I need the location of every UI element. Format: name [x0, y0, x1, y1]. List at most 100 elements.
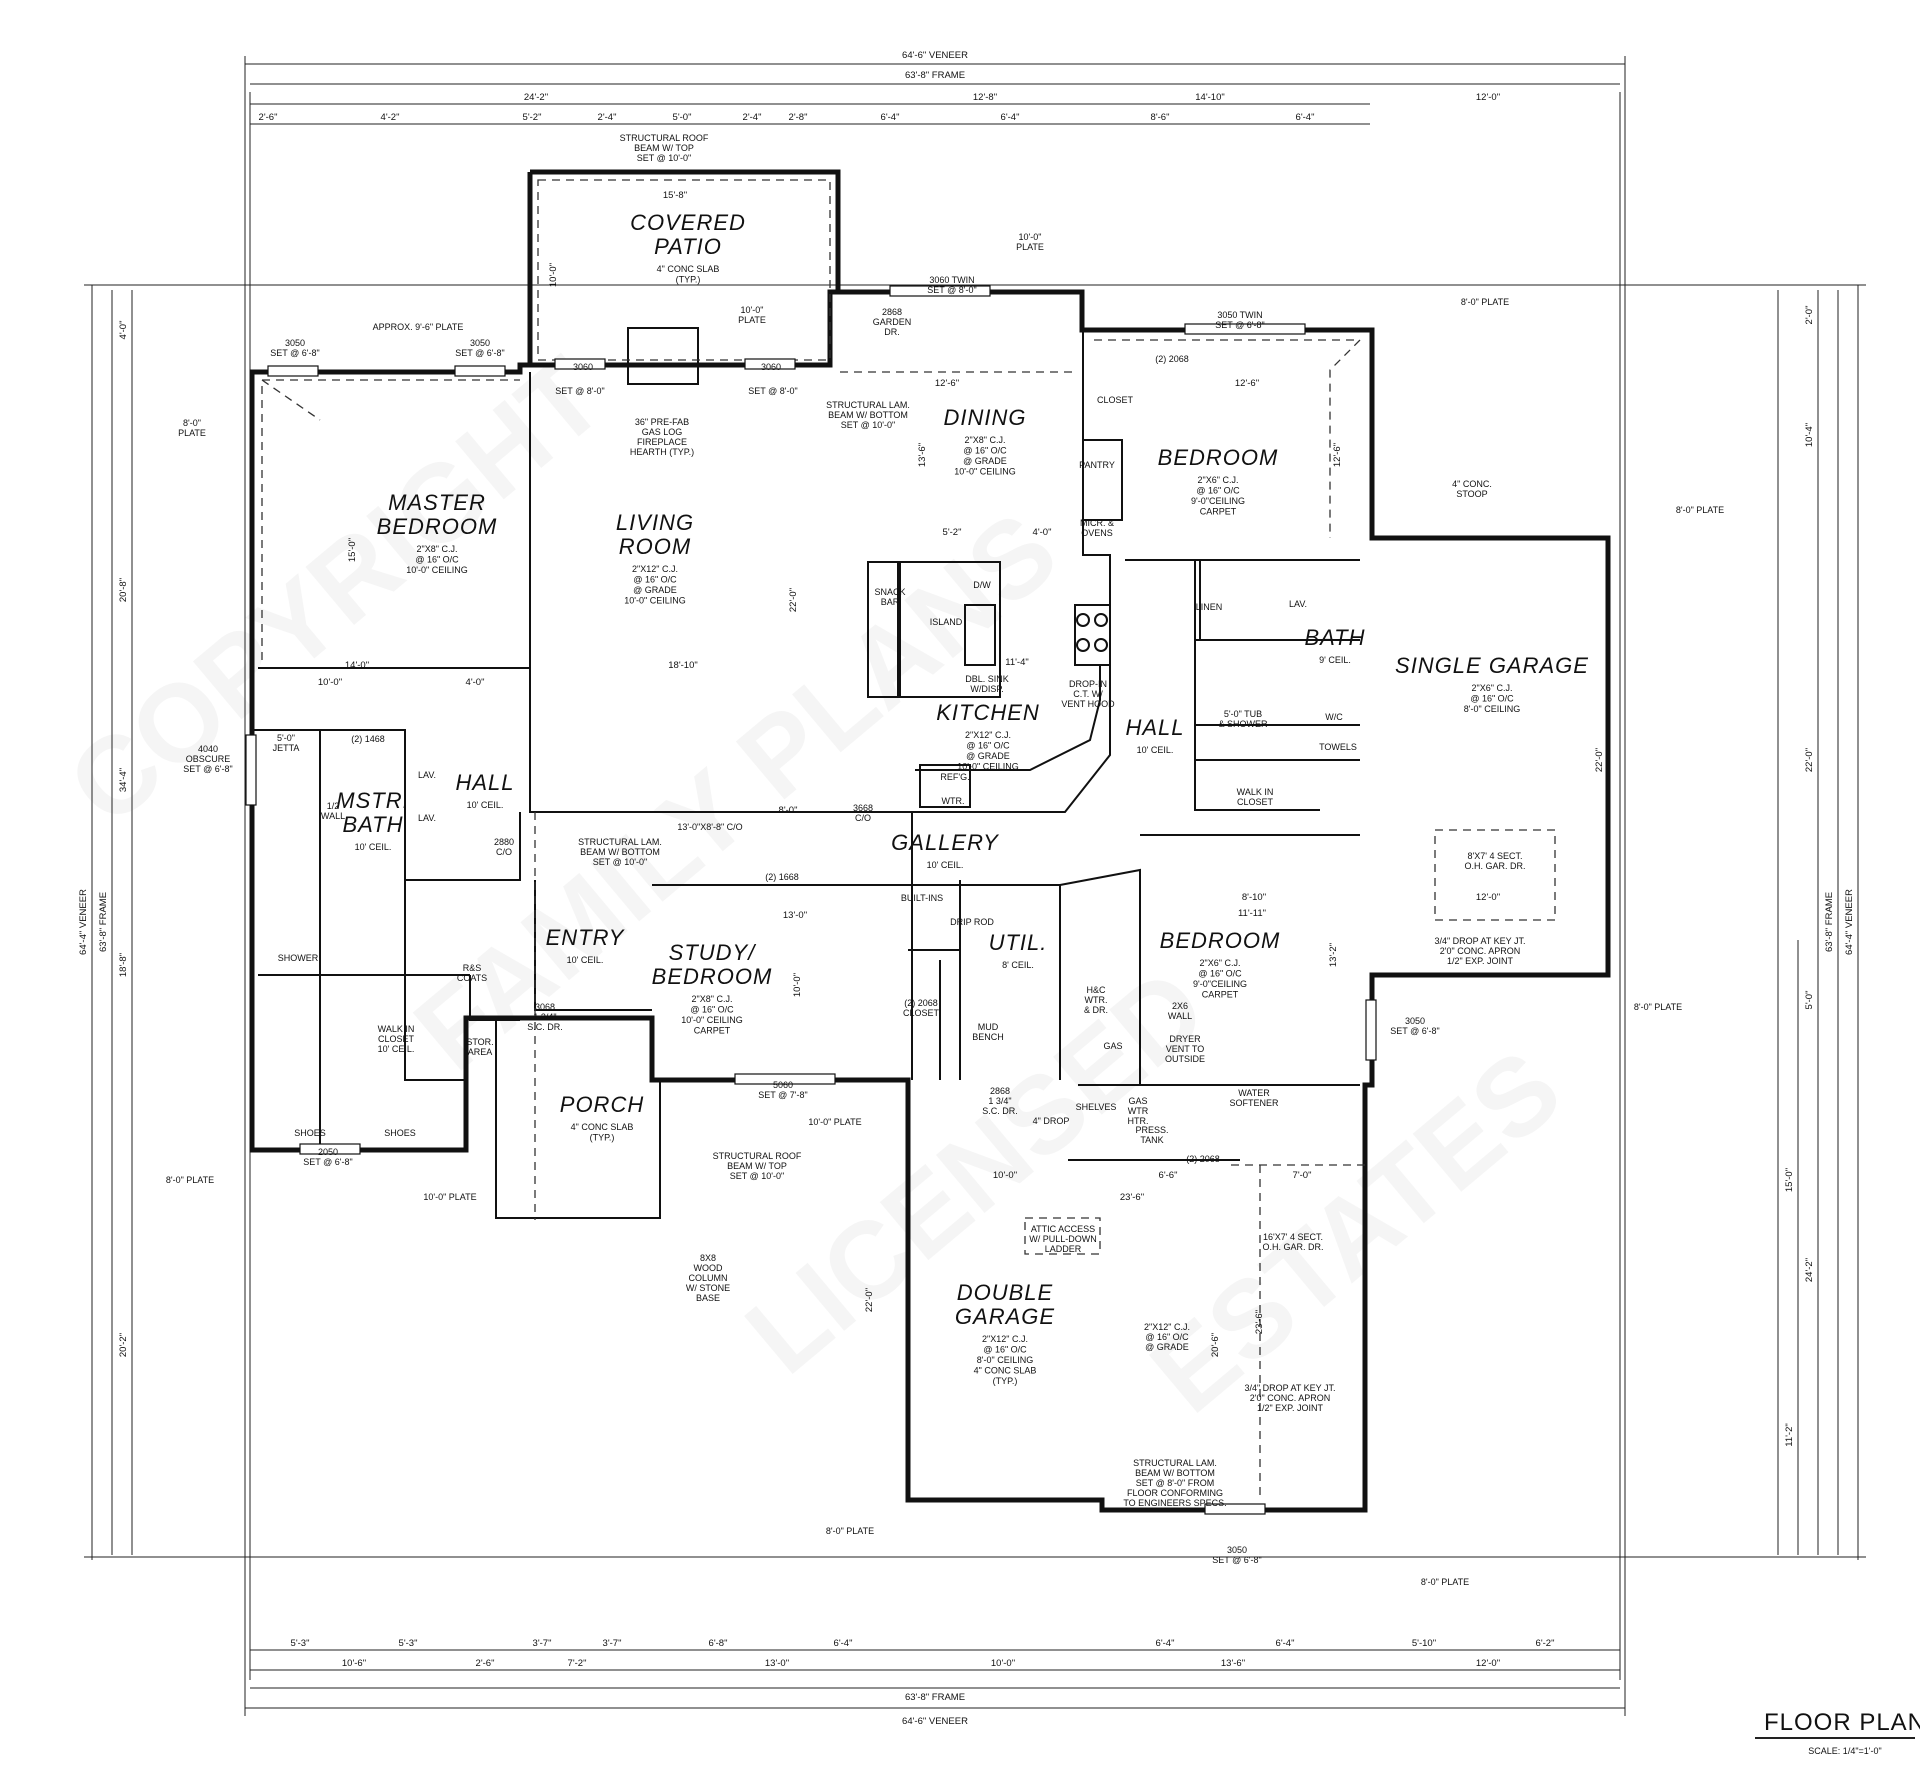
note-plate-8-ne: 8'-0" PLATE [1461, 297, 1509, 307]
room-label-hall-west: HALL [455, 770, 514, 795]
room-label-bedroom-se: BEDROOM [1160, 928, 1281, 953]
dim-top-2: 12'-8" [973, 92, 997, 103]
room-label-study-bedroom: STUDY/BEDROOM [652, 940, 773, 989]
note-lav-1: LAV. [418, 770, 436, 780]
dim-right: 15'-0" [1784, 1168, 1795, 1192]
note-door-2068-ne: (2) 2068 [1155, 354, 1189, 364]
note-linen: LINEN [1196, 602, 1223, 612]
drawing-title: FLOOR PLAN [1764, 1709, 1920, 1736]
dim-bottom-1: 5'-3" [399, 1638, 418, 1649]
dim-kitchen-w1: 5'-2" [943, 527, 962, 538]
note-plate-8-se: 8'-0" PLATE [1421, 1577, 1469, 1587]
note-gar-dr-8: 8'X7' 4 SECT.O.H. GAR. DR. [1464, 851, 1525, 871]
veneer-width-bottom: 64'-6" VENEER [902, 1716, 968, 1727]
note-stor-area: STOR.AREA [466, 1037, 493, 1057]
dim-gallery-w: 8'-0" [779, 805, 798, 816]
dim-bottom-1: 6'-4" [1156, 1638, 1175, 1649]
dim-master-w1: 14'-0" [345, 660, 369, 671]
frame-width-top: 63'-8" FRAME [905, 70, 965, 81]
note-towels: TOWELS [1319, 742, 1357, 752]
dim-bottom-2: 13'-6" [1221, 1658, 1245, 1669]
dim-bottom-1: 6'-2" [1536, 1638, 1555, 1649]
dim-top-1: 5'-2" [523, 112, 542, 123]
note-door-1468: (2) 1468 [351, 734, 385, 744]
dim-right: 24'-2" [1804, 1258, 1815, 1282]
note-plate-10-porch: 10'-0" PLATE [423, 1192, 476, 1202]
frame-depth-right: 63'-8" FRAME [1824, 892, 1835, 952]
dim-bottom-2: 2'-6" [476, 1658, 495, 1669]
dim-patio-d: 10'-0" [548, 263, 559, 287]
dim-bottom-1: 6'-4" [834, 1638, 853, 1649]
room-note-covered-patio: 4" CONC SLAB(TYP.) [657, 264, 720, 285]
dim-sg-w: 12'-0" [1476, 892, 1500, 903]
dim-right: 22'-0" [1804, 748, 1815, 772]
dim-right: 2'-0" [1804, 306, 1815, 325]
note-pantry: PANTRY [1079, 460, 1115, 470]
dim-right: 5'-0" [1804, 991, 1815, 1010]
room-label-entry: ENTRY [546, 925, 625, 950]
dim-bed-ne-d: 12'-6" [1332, 443, 1343, 467]
room-note-gallery: 10' CEIL. [927, 860, 964, 870]
note-plate-8-sw: 8'-0" PLATE [166, 1175, 214, 1185]
note-opening-13: 13'-0"X8'-8" C/O [677, 822, 742, 832]
dim-bed-se-w2: 8'-10" [1242, 892, 1266, 903]
kitchen-fixtures [627, 327, 1111, 808]
note-refg: REF'G. [940, 772, 969, 782]
note-plate-10-study: 10'-0" PLATE [808, 1117, 861, 1127]
dim-bottom-1: 3'-7" [533, 1638, 552, 1649]
dim-top-1: 6'-4" [1001, 112, 1020, 123]
dimension-strings [131, 103, 1819, 1671]
room-label-util: UTIL. [989, 930, 1048, 955]
dim-bed-ne-w: 12'-6" [1235, 378, 1259, 389]
dim-left: 18'-8" [118, 953, 129, 977]
dim-gar-d2: 23'-6" [1254, 1310, 1265, 1334]
note-plate-8-east: 8'-0" PLATE [1676, 505, 1724, 515]
veneer-depth-left: 64'-4" VENEER [78, 889, 89, 955]
note-jetta: 5'-0"JETTA [273, 733, 300, 753]
room-note-hall-east: 10' CEIL. [1137, 745, 1174, 755]
dim-master-w2: 10'-0" [318, 677, 342, 688]
dim-bottom-1: 5'-10" [1412, 1638, 1436, 1649]
note-wc-bath: W/C [1325, 712, 1343, 722]
note-press-tank: PRESS.TANK [1135, 1125, 1168, 1145]
dim-study-d: 10'-0" [792, 973, 803, 997]
dim-bottom-2: 7'-2" [568, 1658, 587, 1669]
note-shower: SHOWER [278, 953, 319, 963]
dim-master-w3: 4'-0" [466, 677, 485, 688]
room-label-bedroom-ne: BEDROOM [1158, 445, 1279, 470]
title-block: FLOOR PLAN SCALE: 1/4"=1'-0" [1755, 1709, 1920, 1756]
room-label-porch: PORCH [560, 1092, 644, 1117]
dim-gar-w3: 6'-6" [1159, 1170, 1178, 1181]
note-shoes-1: SHOES [294, 1128, 326, 1138]
room-label-gallery: GALLERY [891, 830, 999, 855]
note-closet-ne: CLOSET [1097, 395, 1134, 405]
note-lav-bath: LAV. [1289, 599, 1307, 609]
